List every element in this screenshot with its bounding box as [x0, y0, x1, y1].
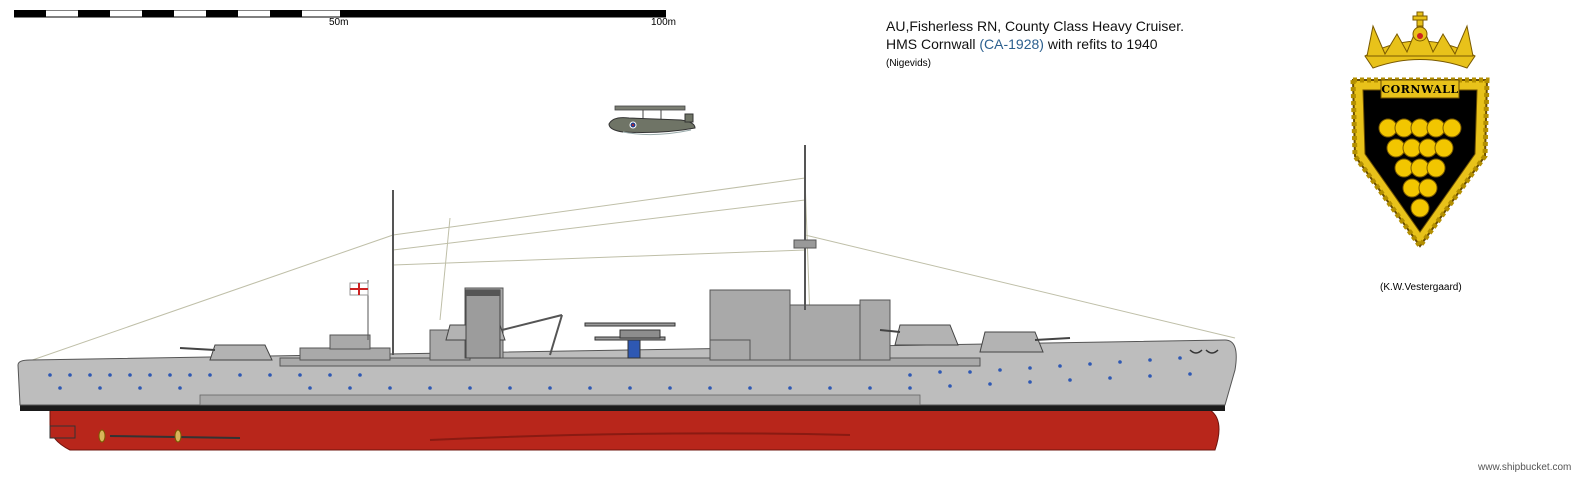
scale-label-100m: 100m — [651, 17, 677, 28]
crest-credit: (K.W.Vestergaard) — [1380, 282, 1462, 293]
rigging-lines — [17, 177, 1236, 366]
ship-crest: CORNWALL — [1345, 6, 1495, 276]
funnels — [465, 289, 501, 359]
artist-credit: (Nigevids) — [886, 58, 932, 69]
refit-note: with refits to 1940 — [1043, 36, 1158, 52]
catapult-biplane-icon — [584, 322, 676, 359]
portholes — [48, 356, 1192, 390]
crest-name-plate: CORNWALL — [1381, 83, 1458, 96]
seaplane-drawing — [603, 104, 699, 138]
ship-profile — [10, 140, 1250, 460]
hull-code: (CA-1928) — [979, 36, 1044, 52]
anchor-icons — [1189, 349, 1219, 354]
hull-underwater — [49, 409, 1220, 451]
crest-graphic: CORNWALL — [1350, 11, 1490, 251]
title-line-2: HMS Cornwall (CA-1928) with refits to 19… — [886, 36, 1158, 52]
boot-topping — [20, 405, 1225, 411]
scale-label-50m: 50m — [329, 17, 349, 28]
walrus-seaplane-icon — [608, 105, 696, 136]
scale-bar-graphic — [14, 10, 666, 18]
crane — [501, 314, 563, 356]
naval-crown-icon — [1364, 11, 1476, 69]
gun-turrets — [179, 324, 1071, 361]
scale-bar — [14, 10, 666, 18]
site-watermark: www.shipbucket.com — [1478, 462, 1572, 473]
bezants-icon — [1378, 118, 1462, 218]
ship-profile-graphic — [17, 145, 1237, 451]
title-line-1: AU,Fisherless RN, County Class Heavy Cru… — [886, 18, 1184, 34]
ship-name: HMS Cornwall — [886, 36, 980, 52]
masts — [392, 145, 806, 355]
white-ensign-icon — [349, 280, 369, 340]
propellers — [49, 425, 241, 443]
